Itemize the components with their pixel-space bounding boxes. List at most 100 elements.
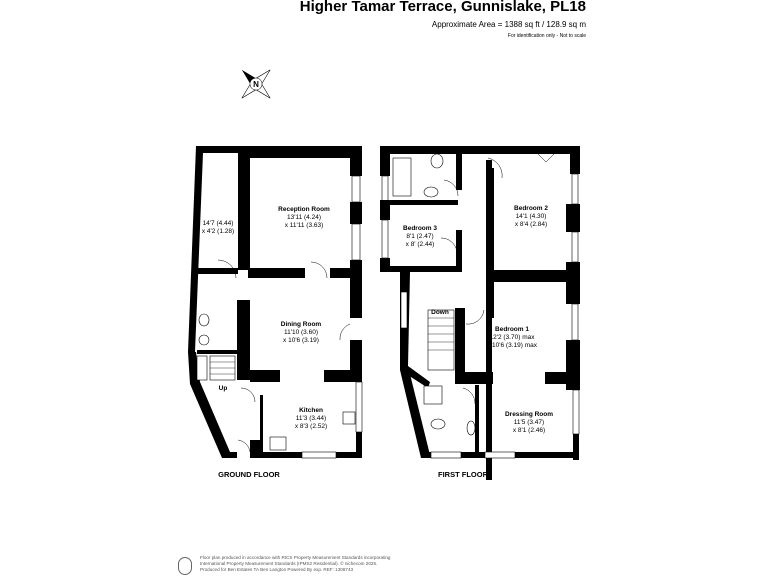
window	[381, 175, 389, 203]
room-name-bedroom-2: Bedroom 2	[514, 205, 548, 212]
fixture	[342, 411, 356, 425]
fixture	[430, 418, 446, 430]
door-swing	[237, 439, 251, 453]
room-dims: 12'2 (3.70) max	[490, 334, 536, 341]
room-dims: x 8' (2.44)	[406, 241, 435, 248]
door-swing	[440, 237, 458, 253]
wall	[388, 200, 458, 205]
room-dims: x 10'6 (3.19)	[283, 337, 319, 344]
window	[484, 451, 516, 459]
wall	[400, 272, 430, 388]
first-floor-plan	[380, 146, 580, 480]
wall	[238, 146, 250, 270]
room-name-bedroom-1: Bedroom 1	[495, 326, 529, 333]
window	[571, 303, 579, 341]
room-name-dressing-room: Dressing Room	[505, 411, 553, 418]
fixture	[430, 153, 444, 169]
door-swing	[217, 259, 237, 279]
room-dims: x 10'6 (3.19) max	[487, 342, 538, 349]
door-swing	[240, 387, 256, 403]
wall	[573, 434, 579, 460]
wall	[566, 262, 580, 304]
property-title: Higher Tamar Terrace, Gunnislake, PL18	[299, 0, 586, 15]
window	[351, 175, 361, 203]
door-swing	[310, 261, 328, 279]
fixture	[427, 309, 455, 371]
passage-dims: 14'7 (4.44)	[203, 220, 234, 227]
footer-credits: Floor plan produced in accordance with R…	[200, 555, 440, 573]
window	[571, 173, 579, 205]
passage-dims: x 4'2 (1.28)	[202, 228, 234, 235]
room-dims: x 8'3 (2.52)	[295, 423, 327, 430]
wall	[350, 260, 362, 318]
wall	[380, 146, 488, 154]
approximate-area: Approximate Area = 1388 sq ft / 128.9 sq…	[431, 20, 586, 29]
wall	[248, 146, 358, 158]
room-dims: x 8'4 (2.84)	[515, 221, 547, 228]
wall	[488, 146, 578, 154]
door-swing	[339, 323, 351, 341]
fixture	[392, 157, 412, 197]
staircase	[209, 355, 236, 381]
window	[430, 451, 462, 459]
window	[381, 219, 389, 259]
fixture	[423, 186, 439, 198]
wall	[250, 370, 280, 382]
fixture	[196, 355, 208, 381]
stairs-down-label: Down	[431, 309, 449, 316]
wall	[421, 452, 431, 458]
wall	[380, 258, 390, 272]
wall	[455, 372, 493, 384]
wall	[250, 440, 262, 458]
wall	[336, 452, 362, 458]
ground-floor-label: GROUND FLOOR	[218, 470, 280, 479]
wall	[545, 372, 570, 384]
fixture	[198, 334, 210, 346]
door-swing	[462, 387, 476, 405]
door-swing	[537, 153, 555, 163]
window	[355, 381, 363, 433]
fixture	[269, 436, 287, 451]
wall	[350, 340, 362, 382]
wall	[455, 308, 465, 380]
staircase	[427, 309, 455, 371]
footer-line: Floor plan produced in accordance with R…	[200, 555, 391, 560]
disclaimer-note: For identification only - Not to scale	[507, 33, 586, 39]
fixture	[466, 420, 476, 436]
room-dims: 11'10 (3.60)	[284, 329, 318, 336]
compass-north-icon: N	[241, 69, 271, 99]
room-dims: 14'1 (4.30)	[516, 213, 547, 220]
wall	[198, 268, 238, 274]
ground-floor-plan	[188, 146, 363, 459]
window	[571, 231, 579, 263]
door-swing	[465, 309, 485, 325]
room-dims: 11'3 (3.44)	[296, 415, 326, 422]
plan-mark	[249, 77, 263, 91]
fixture	[423, 385, 443, 405]
wall	[262, 452, 302, 458]
fixture	[198, 313, 210, 327]
room-dims: 13'11 (4.24)	[287, 214, 321, 221]
wall	[515, 452, 579, 458]
wall	[461, 452, 485, 458]
first-floor-label: FIRST FLOOR	[438, 470, 489, 479]
wall	[188, 146, 248, 352]
window	[351, 223, 361, 261]
room-dims: 11'5 (3.47)	[514, 419, 544, 426]
footer-line: Produced for Ben Estates TA Ben Langton …	[200, 567, 354, 572]
wall	[475, 385, 479, 453]
room-name-reception: Reception Room	[278, 206, 330, 213]
wall	[400, 366, 430, 458]
wall	[456, 230, 462, 270]
wall	[237, 300, 250, 380]
door-swing	[443, 179, 459, 197]
wall	[330, 268, 350, 278]
compass-letter: N	[253, 80, 259, 89]
rics-logo-icon	[178, 557, 192, 575]
wall	[350, 146, 362, 176]
room-name-bedroom-3: Bedroom 3	[403, 225, 437, 232]
wall	[456, 150, 462, 190]
room-dims: x 8'1 (2.46)	[513, 427, 545, 434]
room-dims: x 11'11 (3.63)	[285, 222, 324, 229]
